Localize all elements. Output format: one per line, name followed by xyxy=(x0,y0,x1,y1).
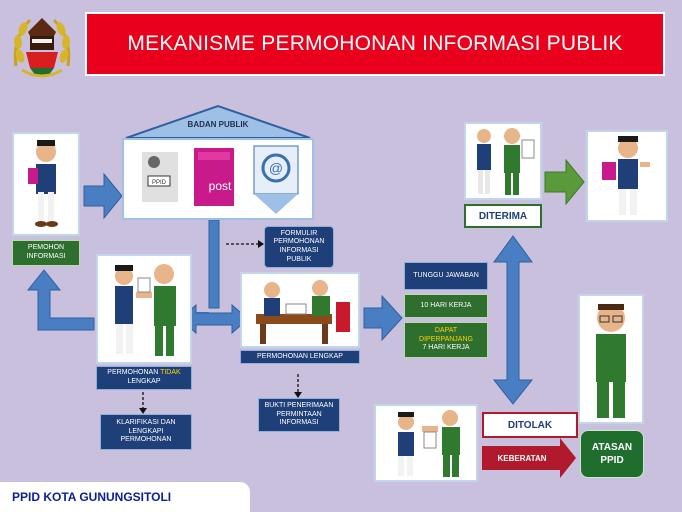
tidak-lengkap-line-1: PERMOHONAN TIDAK xyxy=(107,369,180,378)
klarifikasi-line-2: LENGKAPI xyxy=(128,427,164,435)
ditolak-photo xyxy=(374,404,478,482)
tidak-emphasis: TIDAK xyxy=(160,369,181,377)
bukti-box: BUKTI PENERIMAAN PERMINTAAN INFORMASI xyxy=(258,398,340,432)
dapat-line-1: DAPAT xyxy=(434,326,458,334)
formulir-line-1: FORMULIR xyxy=(280,229,318,237)
footer-text: PPID KOTA GUNUNGSITOLI xyxy=(12,490,172,504)
klarifikasi-line-1: KLARIFIKASI DAN xyxy=(116,418,176,426)
post-text: post xyxy=(209,179,232,193)
formulir-line-3: INFORMASI xyxy=(279,247,319,254)
hari-kerja-box: 10 HARI KERJA xyxy=(404,294,488,318)
ditolak-label: DITOLAK xyxy=(482,412,578,438)
lengkap-label: PERMOHONAN LENGKAP xyxy=(240,350,360,364)
tidak-lengkap-photo xyxy=(96,254,192,364)
klarifikasi-line-3: PERMOHONAN xyxy=(120,436,172,444)
tidak-lengkap-label: PERMOHONAN TIDAK LENGKAP xyxy=(96,366,192,390)
diterima-photo xyxy=(464,122,542,200)
tunggu-jawaban-box: TUNGGU JAWABAN xyxy=(404,262,488,290)
arrow-right-1 xyxy=(83,172,123,220)
bukti-line-2: PERMINTAAN xyxy=(276,410,322,418)
pemohon-informasi-label: PEMOHON INFORMASI xyxy=(12,240,80,266)
bukti-line-3: INFORMASI xyxy=(279,419,319,427)
badan-publik-label: BADAN PUBLIK xyxy=(187,120,249,129)
bukti-line-1: BUKTI PENERIMAAN xyxy=(264,401,334,409)
arrow-right-green xyxy=(544,158,585,206)
atasan-line-1: ATASAN xyxy=(591,442,633,453)
title-banner: MEKANISME PERMOHONAN INFORMASI PUBLIK xyxy=(85,12,665,76)
arrow-vertical-updown xyxy=(492,235,534,405)
tidak-lengkap-pre: PERMOHONAN xyxy=(107,369,161,377)
formulir-box: FORMULIR PERMOHONAN INFORMASI PUBLIK xyxy=(264,226,334,268)
diperpanjang-box: DAPAT DIPERPANJANG 7 HARI KERJA xyxy=(404,322,488,358)
arrow-back-up xyxy=(26,269,95,331)
tidak-lengkap-line-2: LENGKAP xyxy=(127,378,161,385)
formulir-line-4: PUBLIK xyxy=(286,255,312,263)
badan-publik-photo: PPID post @ xyxy=(122,138,314,220)
footer-banner: PPID KOTA GUNUNGSITOLI xyxy=(0,482,250,512)
satisfied-person-photo xyxy=(586,130,668,222)
keberatan-label: KEBERATAN xyxy=(484,446,560,470)
pemohon-line-1: PEMOHON xyxy=(27,244,65,252)
lengkap-photo xyxy=(240,272,360,348)
pemohon-line-2: INFORMASI xyxy=(26,253,66,260)
pemohon-photo xyxy=(12,132,80,236)
arrow-down-stem xyxy=(208,219,220,309)
atasan-photo xyxy=(578,294,644,424)
email-glyph: @ xyxy=(269,160,283,176)
formulir-line-2: PERMOHONAN xyxy=(273,238,325,246)
page-title: MEKANISME PERMOHONAN INFORMASI PUBLIK xyxy=(127,32,623,55)
diterima-label: DITERIMA xyxy=(464,204,542,228)
atasan-ppid-label: ATASAN PPID xyxy=(580,430,644,478)
arrow-right-2 xyxy=(363,294,403,342)
dapat-line-2: DIPERPANJANG xyxy=(419,335,473,343)
klarifikasi-box: KLARIFIKASI DAN LENGKAPI PERMOHONAN xyxy=(100,414,192,450)
ppid-sign: PPID xyxy=(152,180,167,186)
dapat-line-3: 7 HARI KERJA xyxy=(422,344,470,352)
atasan-line-2: PPID xyxy=(600,455,624,466)
city-emblem-logo xyxy=(13,18,71,78)
